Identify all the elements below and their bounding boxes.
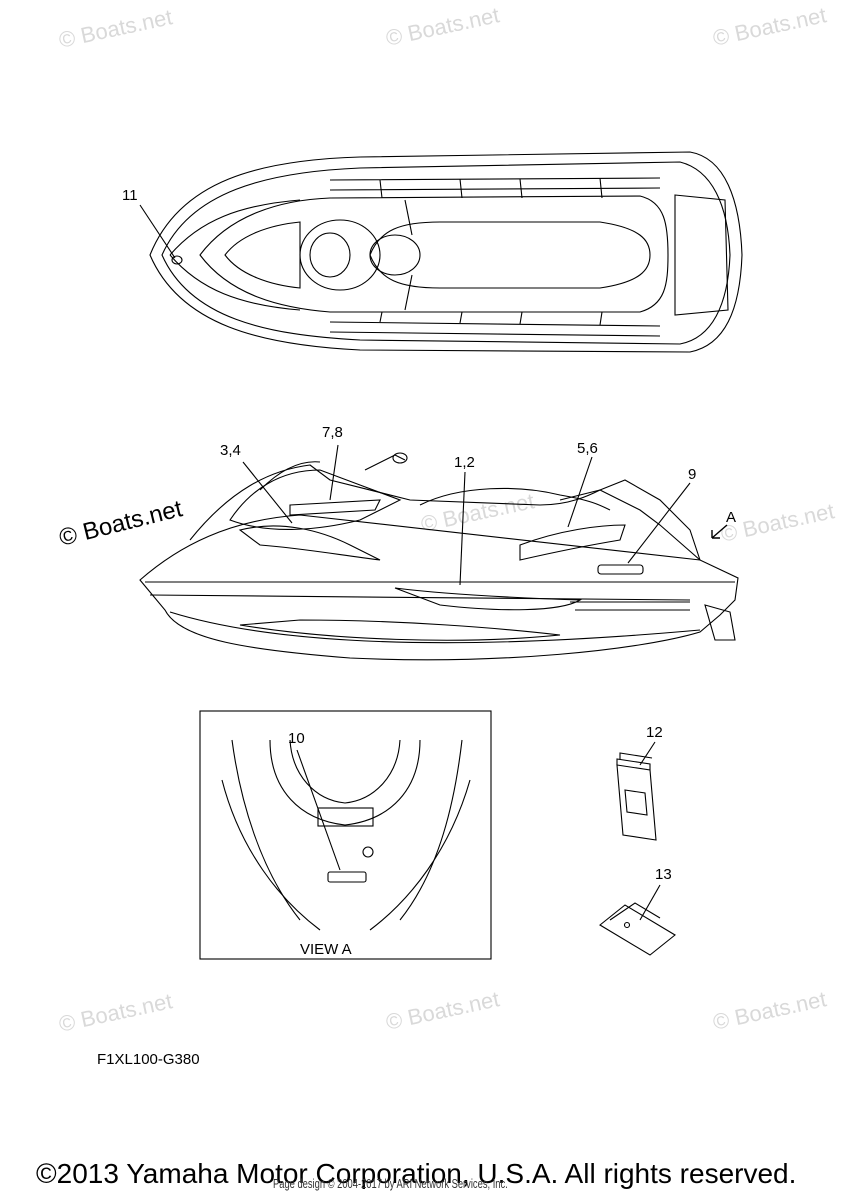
mat-segments-lower <box>379 311 603 326</box>
part-code: F1XL100-G380 <box>97 1051 200 1068</box>
top-view <box>139 151 743 353</box>
handlebar-pod <box>299 219 381 291</box>
nose-stripe-upper <box>169 199 301 256</box>
leader-7-8 <box>329 444 339 501</box>
seat-side <box>419 487 611 511</box>
callout-5-6: 5,6 <box>577 440 598 457</box>
leader-9 <box>627 482 691 564</box>
hull-inner-top <box>161 161 731 345</box>
leader-5-6 <box>567 456 593 528</box>
handlebar-left <box>404 199 413 236</box>
stern-outline-left <box>231 739 301 921</box>
rear-fender <box>559 479 701 561</box>
gauge-pod <box>309 232 351 278</box>
leader-1-2 <box>459 471 466 586</box>
cowling <box>229 469 402 530</box>
callout-1-2: 1,2 <box>454 454 475 471</box>
bag-13 <box>599 904 676 956</box>
hull-outline-top <box>149 151 743 353</box>
callout-11: 11 <box>122 187 138 204</box>
leader-13 <box>639 884 661 921</box>
front-hatch-top <box>224 221 301 289</box>
callout-10: 10 <box>288 730 305 747</box>
footwell-lower <box>329 321 661 337</box>
hull-stripe <box>239 619 561 641</box>
callout-13: 13 <box>655 866 672 883</box>
stern-vents <box>570 601 690 611</box>
stern-hole <box>362 846 374 858</box>
stern-hull-right <box>369 779 471 931</box>
leader-11 <box>139 204 176 259</box>
callout-a: A <box>726 509 737 526</box>
deck-side <box>189 464 701 561</box>
stern-outline-right <box>399 739 463 921</box>
pouch-12-layers <box>616 752 653 770</box>
view-a-arrow <box>711 524 728 539</box>
pouch-12-window <box>624 789 648 816</box>
callout-12: 12 <box>646 724 663 741</box>
decal-5-6 <box>519 524 626 561</box>
part-13 <box>599 884 676 956</box>
callout-3-4: 3,4 <box>220 442 241 459</box>
view-a-box <box>199 710 492 960</box>
part-12 <box>616 741 657 841</box>
stern-platform <box>674 194 729 316</box>
pouch-12 <box>616 764 657 841</box>
nozzle <box>704 604 736 641</box>
decal-3-4 <box>238 525 381 561</box>
nose-stripe-lower <box>169 254 301 311</box>
deck-top <box>199 195 669 313</box>
windscreen <box>259 461 321 491</box>
copyright-notice: ©2013 Yamaha Motor Corporation, U.S.A. A… <box>36 1158 797 1189</box>
decal-7-8 <box>289 499 381 516</box>
leader-12 <box>639 741 656 766</box>
page-credit: Page design © 2004-2017 by ARI Network S… <box>273 1176 508 1191</box>
bag-13-flap <box>609 902 661 921</box>
lower-hull <box>169 611 701 644</box>
stern-hull-left <box>221 779 321 931</box>
side-view <box>139 444 739 661</box>
view-a-frame <box>199 710 492 960</box>
stern-opening-inner <box>289 739 401 804</box>
stern-step <box>317 807 374 827</box>
decal-11-marker <box>171 255 183 265</box>
footwell-upper <box>329 177 661 191</box>
callout-9: 9 <box>688 466 697 483</box>
decal-10 <box>327 871 367 883</box>
hull-outline-side <box>139 514 739 661</box>
mat-segments-upper <box>379 177 603 199</box>
decal-9 <box>597 564 644 575</box>
callout-7-8: 7,8 <box>322 424 343 441</box>
decal-1-2 <box>394 587 582 611</box>
view-a-label: VIEW A <box>300 941 352 958</box>
mirror-knob <box>392 452 408 464</box>
leader-3-4 <box>242 461 293 524</box>
stern-opening <box>269 739 421 826</box>
seat-front-pad <box>369 234 421 276</box>
bag-13-snap <box>623 921 631 929</box>
leader-10 <box>296 749 341 871</box>
handlebar-right <box>404 274 413 311</box>
seat-top <box>369 221 651 289</box>
